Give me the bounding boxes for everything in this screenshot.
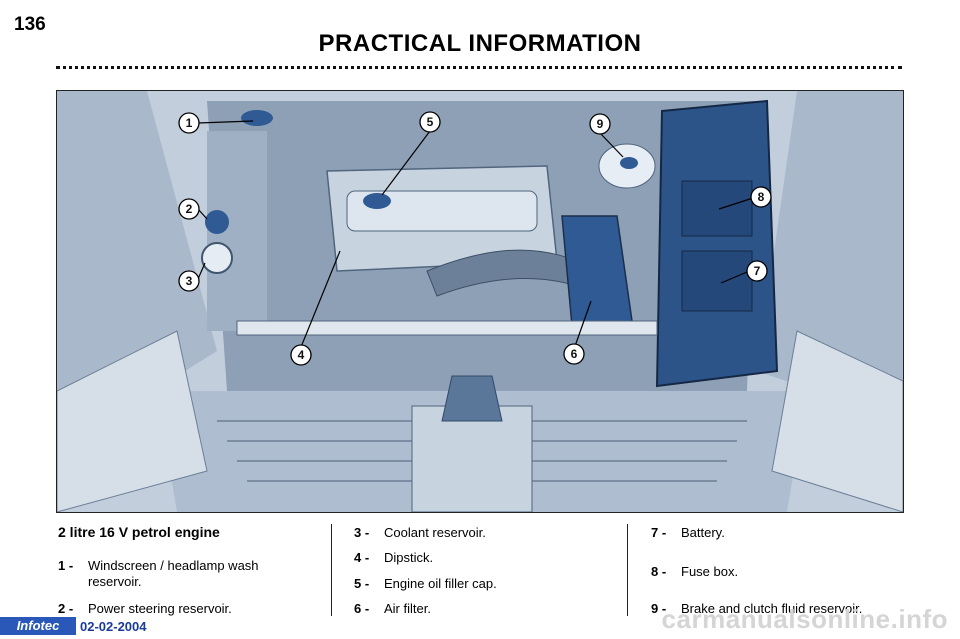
callout-6: 6	[563, 343, 585, 365]
legend-number: 7 -	[651, 525, 667, 540]
callout-3: 3	[178, 270, 200, 292]
legend-number: 6 -	[354, 601, 370, 616]
legend-text: Coolant reservoir.	[384, 525, 486, 540]
infotec-badge: Infotec	[0, 617, 76, 635]
legend-text: Brake and clutch fluid reservoir.	[681, 601, 863, 616]
svg-text:2: 2	[186, 202, 193, 216]
right-wing	[757, 91, 903, 421]
lion-emblem	[441, 375, 503, 422]
engine-bay-drawing: 1 2 3 4 5 6 7	[57, 91, 903, 512]
crossmember	[236, 320, 658, 336]
callout-9: 9	[589, 113, 611, 135]
callout-lines	[197, 120, 754, 350]
svg-text:5: 5	[427, 115, 434, 129]
svg-text:1: 1	[186, 116, 193, 130]
footer-date: 02-02-2004	[80, 619, 147, 634]
callout-2: 2	[178, 198, 200, 220]
callout-4: 4	[290, 344, 312, 366]
legend-text: Power steering reservoir.	[88, 601, 232, 616]
cam-cover	[346, 190, 538, 232]
page-title: PRACTICAL INFORMATION	[318, 30, 642, 57]
watermark: carmanualsonline.info	[661, 604, 948, 634]
callout-8: 8	[750, 186, 772, 208]
callout-7: 7	[746, 260, 768, 282]
right-headlamp	[771, 330, 903, 512]
svg-text:7: 7	[754, 264, 761, 278]
page-number: 136	[14, 14, 46, 35]
fuse-box	[681, 180, 753, 237]
svg-text:8: 8	[758, 190, 765, 204]
svg-text:4: 4	[298, 348, 305, 362]
section-heading: 2 litre 16 V petrol engine	[58, 524, 220, 540]
legend-number: 1 -	[58, 558, 74, 573]
legend-number: 4 -	[354, 550, 370, 565]
legend-text: Battery.	[681, 525, 725, 540]
oil-filler-cap	[363, 193, 391, 209]
svg-text:6: 6	[571, 347, 578, 361]
battery	[681, 250, 753, 312]
brake-fluid-cap	[620, 157, 638, 169]
legend-number: 9 -	[651, 601, 667, 616]
legend-text: Engine oil filler cap.	[384, 576, 497, 591]
coolant-cap	[201, 242, 233, 274]
legend-number: 2 -	[58, 601, 74, 616]
callout-5: 5	[419, 111, 441, 133]
callout-1: 1	[178, 112, 200, 134]
svg-text:9: 9	[597, 117, 604, 131]
column-divider-1	[331, 524, 332, 616]
legend-text-line2: reservoir.	[88, 574, 142, 589]
svg-text:3: 3	[186, 274, 193, 288]
left-headlamp	[57, 330, 208, 512]
callout-markers: 1 2 3 4 5 6 7	[178, 111, 772, 366]
legend-text: Fuse box.	[681, 564, 739, 579]
legend-number: 3 -	[354, 525, 370, 540]
legend-number: 5 -	[354, 576, 370, 591]
washer-reservoir-cap	[241, 110, 273, 126]
legend-number: 8 -	[651, 564, 667, 579]
legend-text: Dipstick.	[384, 550, 434, 565]
battery-cover	[655, 99, 779, 388]
legend-text: Windscreen / headlamp wash reservoir.	[88, 558, 259, 590]
dotted-rule	[56, 66, 902, 69]
legend-text-line1: Windscreen / headlamp wash	[88, 558, 259, 573]
legend-text: Air filter.	[384, 601, 431, 616]
engine-bay-illustration: 1 2 3 4 5 6 7	[56, 90, 904, 513]
power-steering-cap	[205, 210, 229, 234]
column-divider-2	[627, 524, 628, 616]
front-badge-panel	[411, 405, 533, 512]
